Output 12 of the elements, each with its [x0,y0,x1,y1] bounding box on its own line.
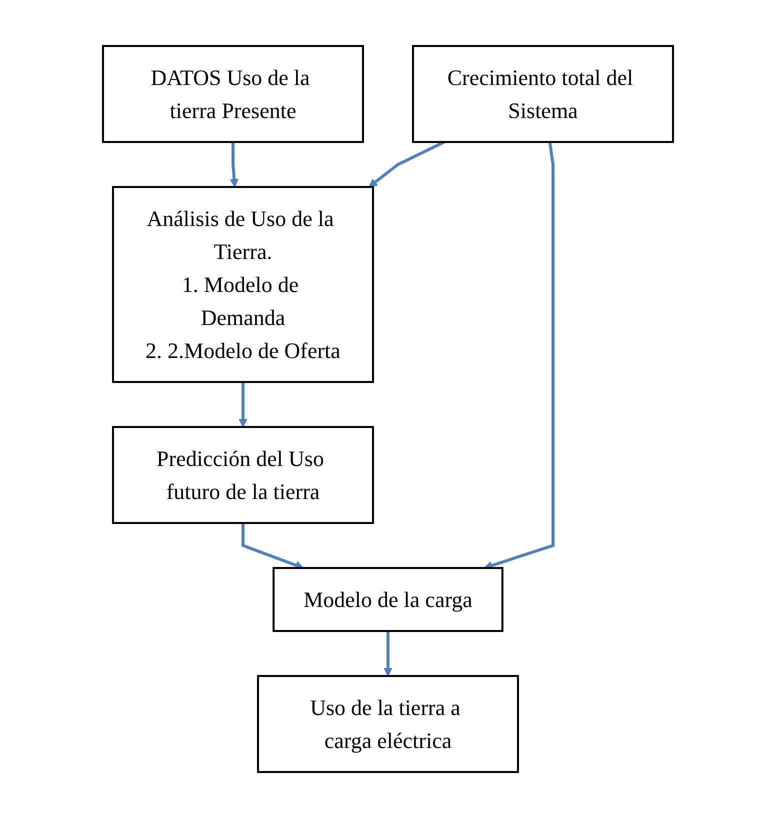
node-box: Análisis de Uso de la Tierra. 1. Modelo de Demanda 2. 2.Modelo de Oferta [112,186,374,382]
arrow [229,142,238,187]
arrow [241,522,304,569]
node-box: Uso de la tierra a carga eléctrica [256,674,518,772]
arrow [483,141,554,570]
node-box: DATOS Uso de la tierra Presente [102,44,364,142]
node-box: Modelo de la carga [272,566,503,632]
arrow [383,630,392,676]
arrow [368,140,444,187]
node-box: Predicción del Uso futuro de la tierra [112,426,374,524]
arrow [238,382,247,427]
node-box: Crecimiento total del Sistema [412,44,674,142]
